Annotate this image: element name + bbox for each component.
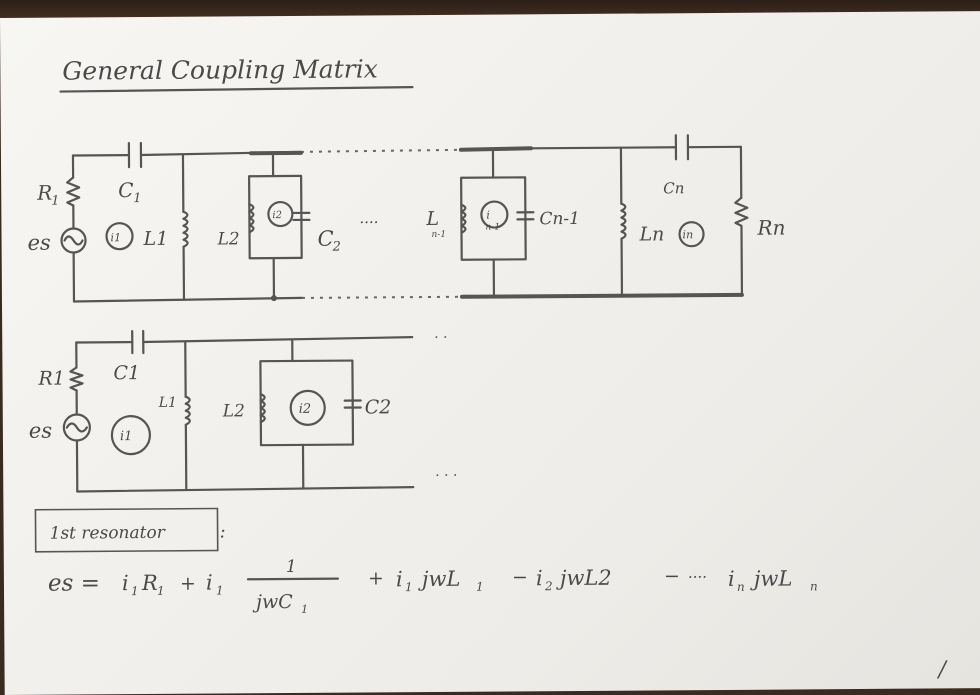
eq-dots: ···· — [688, 568, 707, 586]
label-i2: i2 — [272, 210, 282, 221]
inductor-ln — [620, 202, 627, 240]
eq-t1-r-sub: 1 — [157, 584, 165, 598]
label-ln: Ln — [638, 223, 664, 245]
eq-plus1: + — [180, 573, 196, 595]
inductor-l1 — [182, 210, 189, 248]
loop-current-i1 — [110, 414, 152, 456]
resonator-2-loop — [259, 359, 355, 447]
ellipsis: ···· — [359, 213, 378, 231]
eq-t3-sub: 1 — [405, 580, 413, 594]
dots-bottom: · · · — [435, 468, 457, 484]
wire — [142, 336, 414, 344]
paper-sheet: General Coupling Matrix — [0, 11, 980, 695]
eq-frac-den-sub: 1 — [301, 603, 308, 616]
label-r1-sub: 1 — [51, 194, 59, 209]
label-rn: Rn — [756, 216, 785, 240]
label-ln1: L — [425, 208, 439, 230]
colon: : — [220, 521, 226, 542]
label-c1: C1 — [113, 362, 140, 384]
loop-current-i2 — [289, 389, 326, 426]
eq-lhs: es = — [48, 570, 100, 596]
label-c1-sub: 1 — [133, 191, 141, 206]
handwritten-diagram: General Coupling Matrix — [27, 54, 948, 682]
loop-current-in1 — [480, 200, 509, 229]
label-l1: L1 — [142, 228, 168, 250]
loop-current-in — [678, 221, 705, 248]
wire — [458, 146, 533, 152]
label-es: es — [29, 419, 53, 443]
eq-t5-rest: jwL — [750, 566, 793, 590]
circuit-diagram-1: R 1 C 1 es i1 L1 L2 i2 C 2 ···· L n-1 i … — [27, 134, 786, 303]
label-i1: i1 — [120, 429, 133, 444]
label-r1: R1 — [37, 368, 65, 390]
dots-top: · · — [434, 330, 447, 346]
label-es: es — [27, 231, 51, 255]
label-l1: L1 — [158, 395, 177, 411]
label-c2-sub: 2 — [332, 240, 341, 255]
label-l2: L2 — [216, 229, 239, 249]
eq-frac-num: 1 — [286, 557, 297, 577]
eq-t5: i — [728, 567, 735, 591]
dashed-wire — [300, 148, 461, 153]
label-l2: L2 — [222, 401, 245, 421]
label-i2: i2 — [299, 402, 312, 417]
label-in1: i — [486, 209, 490, 222]
sine-icon — [63, 235, 84, 246]
eq-t1-sub: 1 — [131, 584, 139, 598]
resonator-label: 1st resonator — [50, 523, 166, 544]
circuit-diagram-2: R1 C1 es i1 L1 L2 i2 C2 · · · · · — [29, 330, 458, 493]
eq-t3-rest: jwL — [418, 567, 461, 591]
title-text: General Coupling Matrix — [62, 54, 378, 85]
eq-t2: i — [206, 571, 213, 595]
inductor-l2 — [248, 203, 255, 234]
eq-plus2: + — [368, 567, 384, 589]
eq-t5-rest-sub: n — [810, 579, 818, 593]
eq-t4-sub: 2 — [544, 579, 553, 593]
inductor-l2 — [259, 393, 266, 424]
dashed-wire — [301, 295, 462, 299]
label-c2: C2 — [365, 396, 392, 418]
wire — [76, 486, 415, 493]
resistor-rn — [734, 196, 749, 227]
label-ln1-sub: n-1 — [431, 230, 446, 240]
resonator-n1-loop — [460, 176, 527, 261]
label-cn1: Cn-1 — [539, 209, 580, 229]
label-c1: C — [118, 178, 133, 202]
eq-t3-rest-sub: 1 — [476, 580, 484, 594]
resistor-r1 — [66, 176, 81, 207]
eq-frac-den: jwC — [252, 591, 293, 613]
eq-t4-rest: jwL2 — [556, 566, 612, 590]
wire — [72, 296, 304, 303]
eq-t1: i — [122, 571, 129, 595]
loop-current-i1 — [105, 222, 134, 251]
label-in1-sub: n-1 — [485, 223, 500, 233]
wire — [459, 292, 744, 299]
fraction-bar — [246, 577, 340, 581]
eq-t2-sub: 1 — [216, 583, 224, 597]
label-r1: R — [36, 181, 52, 205]
equation-block: 1st resonator : es = i 1 R 1 + i 1 1 jwC… — [34, 507, 818, 616]
inductor-ln1 — [460, 203, 467, 234]
label-cn: Cn — [663, 179, 684, 197]
eq-minus1: − — [512, 566, 528, 588]
eq-t1-r: R — [141, 571, 158, 595]
label-in: in — [682, 228, 693, 241]
label-c2: C — [317, 227, 333, 251]
wire — [529, 146, 678, 150]
resistor-r1 — [69, 366, 84, 392]
eq-t3: i — [396, 567, 403, 591]
inductor-l1 — [184, 395, 191, 426]
node-dot — [270, 295, 277, 302]
corner-mark: / — [936, 657, 948, 682]
eq-t4: i — [536, 566, 543, 590]
eq-minus2: − — [664, 565, 680, 587]
loop-current-i2 — [267, 200, 294, 228]
label-i1: i1 — [110, 231, 121, 244]
title-underline — [59, 86, 414, 93]
sine-icon — [65, 422, 88, 433]
eq-t5-sub: n — [737, 580, 745, 594]
label-box — [34, 507, 219, 553]
